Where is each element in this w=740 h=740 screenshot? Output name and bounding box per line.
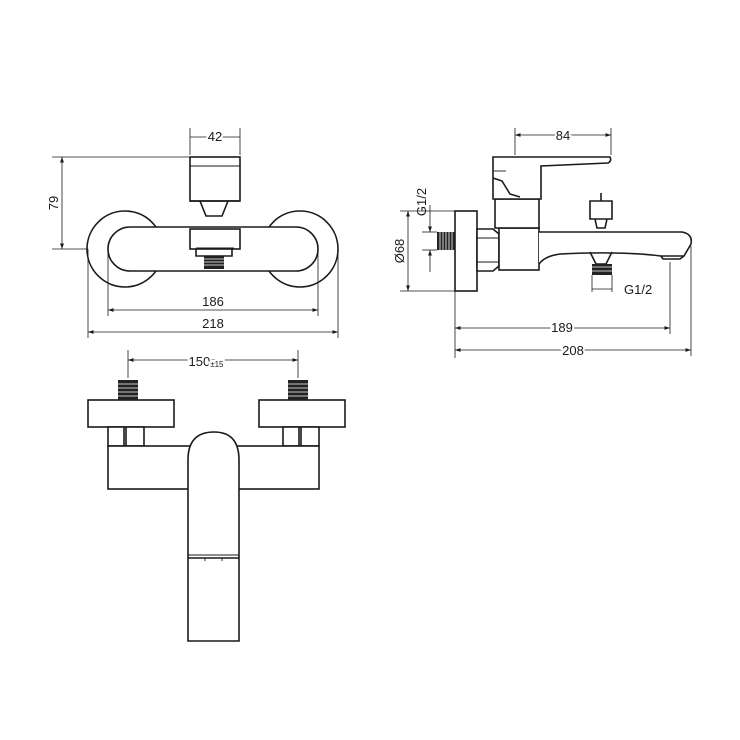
side-spout [538, 231, 693, 265]
dim-spout-depth: 84 [556, 128, 570, 143]
dim-height: 79 [46, 196, 61, 210]
front-left-inlet-knurl [118, 380, 138, 400]
lever-handle [189, 156, 241, 202]
dim-outlet-thread: G1/2 [624, 282, 652, 297]
front-right-inlet-knurl [288, 380, 308, 400]
outlet-thread-knurl [592, 264, 612, 275]
dim-inlet-thread: G1/2 [414, 188, 429, 216]
dim-flange-diameter: Ø68 [392, 239, 407, 264]
dim-wall-distance: 186 [202, 294, 224, 309]
wall-flange [454, 210, 478, 292]
side-view: 84 G1/2 Ø68 G1/2 189 208 [392, 126, 693, 360]
front-right-flange [258, 399, 346, 428]
front-view: 150±15 [87, 350, 346, 642]
top-view: 42 79 186 218 [46, 127, 339, 338]
front-lever [187, 431, 240, 642]
side-body [498, 227, 540, 271]
inlet-thread-knurl [437, 232, 455, 250]
front-left-flange [87, 399, 175, 428]
side-lever [492, 156, 612, 200]
outlet-knurl [204, 256, 224, 269]
cartridge [189, 228, 241, 250]
dim-handle-width: 42 [208, 129, 222, 144]
dim-projection: 189 [551, 320, 573, 335]
dim-center-tolerance: ±15 [210, 360, 224, 369]
dim-overall-projection: 208 [562, 343, 584, 358]
dim-overall-width: 218 [202, 316, 224, 331]
dim-center-distance: 150±15 [189, 354, 225, 369]
